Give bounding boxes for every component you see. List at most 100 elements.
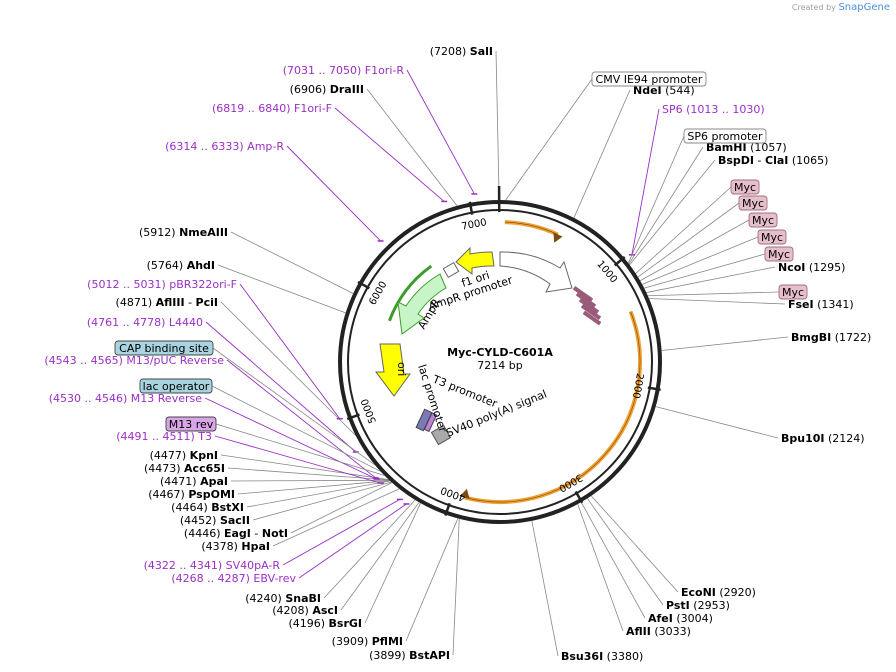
primer-label[interactable]: (4530 .. 4546) M13 Reverse	[49, 392, 202, 405]
feature-leader	[635, 186, 732, 274]
primer-label[interactable]: (6819 .. 6840) F1ori-F	[212, 102, 332, 115]
ori-arrow	[375, 343, 411, 397]
primer-label[interactable]: (4322 .. 4341) SV40pA-R	[144, 559, 281, 572]
feature-label-box[interactable]	[139, 378, 213, 394]
primer-line	[631, 108, 660, 255]
restriction-site-label[interactable]: Bpu10I (2124)	[781, 432, 865, 445]
cmv-promoter-arrow	[499, 251, 573, 293]
feature-label-box[interactable]	[757, 229, 787, 245]
restriction-site-label[interactable]: (5764) AhdI	[147, 259, 215, 272]
primer-label[interactable]: (4543 .. 4565) M13/pUC Reverse	[44, 354, 224, 367]
leader-line	[220, 454, 389, 481]
leader-line	[230, 479, 390, 482]
feature-label-box[interactable]	[778, 284, 808, 300]
restriction-site-label[interactable]: EcoNI (2920)	[681, 586, 756, 599]
primer-label[interactable]: (4491 .. 4511) T3	[116, 430, 212, 443]
leader-line	[364, 502, 421, 624]
feature-label-text: Myc	[752, 214, 774, 227]
feature-label-text: SP6 promoter	[687, 130, 763, 143]
restriction-site-label[interactable]: Bsu36I (3380)	[561, 650, 643, 663]
leader-line	[230, 231, 354, 294]
feature-label-box[interactable]	[165, 416, 217, 432]
restriction-site-label[interactable]: (4378) HpaI	[201, 540, 270, 553]
tick-label: 4000	[439, 484, 467, 503]
feature-label-text: Myc	[768, 248, 790, 261]
restriction-site-label[interactable]: BspDI - ClaI (1065)	[718, 154, 828, 167]
tick-label: 2000	[630, 372, 645, 399]
restriction-site-label[interactable]: (4208) AscI	[272, 604, 338, 617]
sv40-polya-block	[430, 424, 452, 446]
primer-label[interactable]: (4761 .. 4778) L4440	[87, 316, 203, 329]
restriction-site-label[interactable]: (4452) SacII	[180, 514, 250, 527]
restriction-site-label[interactable]: (4473) Acc65I	[144, 462, 225, 475]
feature-arcs	[388, 220, 642, 504]
leader-line	[587, 498, 664, 606]
restriction-site-label[interactable]: (4471) ApaI	[160, 475, 228, 488]
feature-leader	[627, 135, 685, 264]
lac-region-marks	[415, 408, 438, 433]
feature-leader	[212, 347, 376, 466]
restriction-site-label[interactable]: (4871) AflIII - PciI	[116, 296, 218, 309]
feature-label-box[interactable]	[730, 179, 760, 195]
restriction-site-label[interactable]: AflII (3033)	[626, 625, 691, 638]
feature-label-box[interactable]	[738, 195, 768, 211]
restriction-site-label[interactable]: PstI (2953)	[666, 599, 730, 612]
restriction-site-label[interactable]: (5912) NmeAIII	[139, 226, 228, 239]
feature-label-box[interactable]	[764, 246, 794, 262]
feature-leader	[644, 253, 766, 289]
primer-label[interactable]: (4268 .. 4287) EBV-rev	[171, 572, 296, 585]
primer-label[interactable]: (5012 .. 5031) pBR322ori-F	[87, 278, 237, 291]
feature-leader	[215, 423, 385, 476]
restriction-site-label[interactable]: (4467) PspOMI	[148, 488, 235, 501]
leader-line	[340, 502, 420, 611]
leader-line	[290, 482, 393, 534]
plasmid-name: Myc-CYLD-C601A	[447, 346, 553, 359]
restriction-site-label[interactable]: (4240) SnaBI	[245, 592, 321, 605]
feature-label-text: Myc	[742, 197, 764, 210]
restriction-site-label[interactable]: (7208) SalI	[430, 45, 493, 58]
outer-labels: NdeI (544) BamHI (1057)BspDI - ClaI (1065…	[44, 45, 871, 663]
feature-leader	[642, 236, 759, 285]
tick-mark	[574, 490, 584, 504]
restriction-site-label[interactable]: (3909) PflMI	[332, 635, 403, 648]
feature-label-text: CMV IE94 promoter	[596, 73, 703, 86]
primer-line	[204, 397, 377, 480]
tick-mark	[346, 413, 360, 421]
restriction-site-label[interactable]: NdeI (544)	[633, 84, 695, 97]
leader-line	[531, 520, 559, 657]
snapgene-brand: Created by SnapGene	[792, 2, 890, 13]
ori-label: ori	[395, 362, 408, 376]
feature-label-box[interactable]	[591, 71, 707, 87]
leader-line	[590, 495, 679, 593]
feature-label-box[interactable]	[748, 212, 778, 228]
restriction-site-label[interactable]: NcoI (1295)	[778, 261, 845, 274]
restriction-site-label[interactable]: AfeI (3004)	[648, 612, 713, 625]
cyld-arc-head	[459, 488, 470, 499]
leader-line	[649, 298, 786, 305]
snapgene-logo-text: SnapGene	[838, 2, 890, 13]
feature-label-box[interactable]	[683, 128, 767, 144]
cmv-arc-head	[553, 232, 563, 243]
restriction-site-label[interactable]: (4477) KpnI	[150, 449, 218, 462]
primer-label[interactable]: SP6 (1013 .. 1030)	[662, 103, 765, 116]
primer-label[interactable]: (7031 .. 7050) F1ori-R	[283, 64, 405, 77]
restriction-site-label[interactable]: BmgBI (1722)	[791, 331, 871, 344]
restriction-site-label[interactable]: BamHI (1057)	[706, 141, 787, 154]
ampr-arrow	[397, 273, 447, 335]
primer-line	[214, 435, 381, 484]
restriction-site-label[interactable]: FseI (1341)	[788, 298, 854, 311]
restriction-site-label[interactable]: (4446) EagI - NotI	[184, 527, 288, 540]
primer-line	[239, 283, 341, 419]
feature-label-text: Myc	[761, 231, 783, 244]
restriction-site-label[interactable]: (6906) DraIII	[290, 83, 364, 96]
feature-label-box[interactable]	[114, 340, 214, 356]
restriction-site-label[interactable]: (4464) BstXI	[171, 501, 244, 514]
primer-line	[282, 499, 401, 566]
primer-label[interactable]: (6314 .. 6333) Amp-R	[165, 140, 284, 153]
leader-line	[272, 488, 400, 547]
restriction-site-label[interactable]: (3899) BstAPI	[369, 649, 450, 662]
restriction-site-label[interactable]: (4196) BsrGI	[288, 617, 362, 630]
tick-mark	[357, 280, 370, 290]
tick-mark	[613, 256, 626, 267]
primer-line	[286, 145, 381, 242]
